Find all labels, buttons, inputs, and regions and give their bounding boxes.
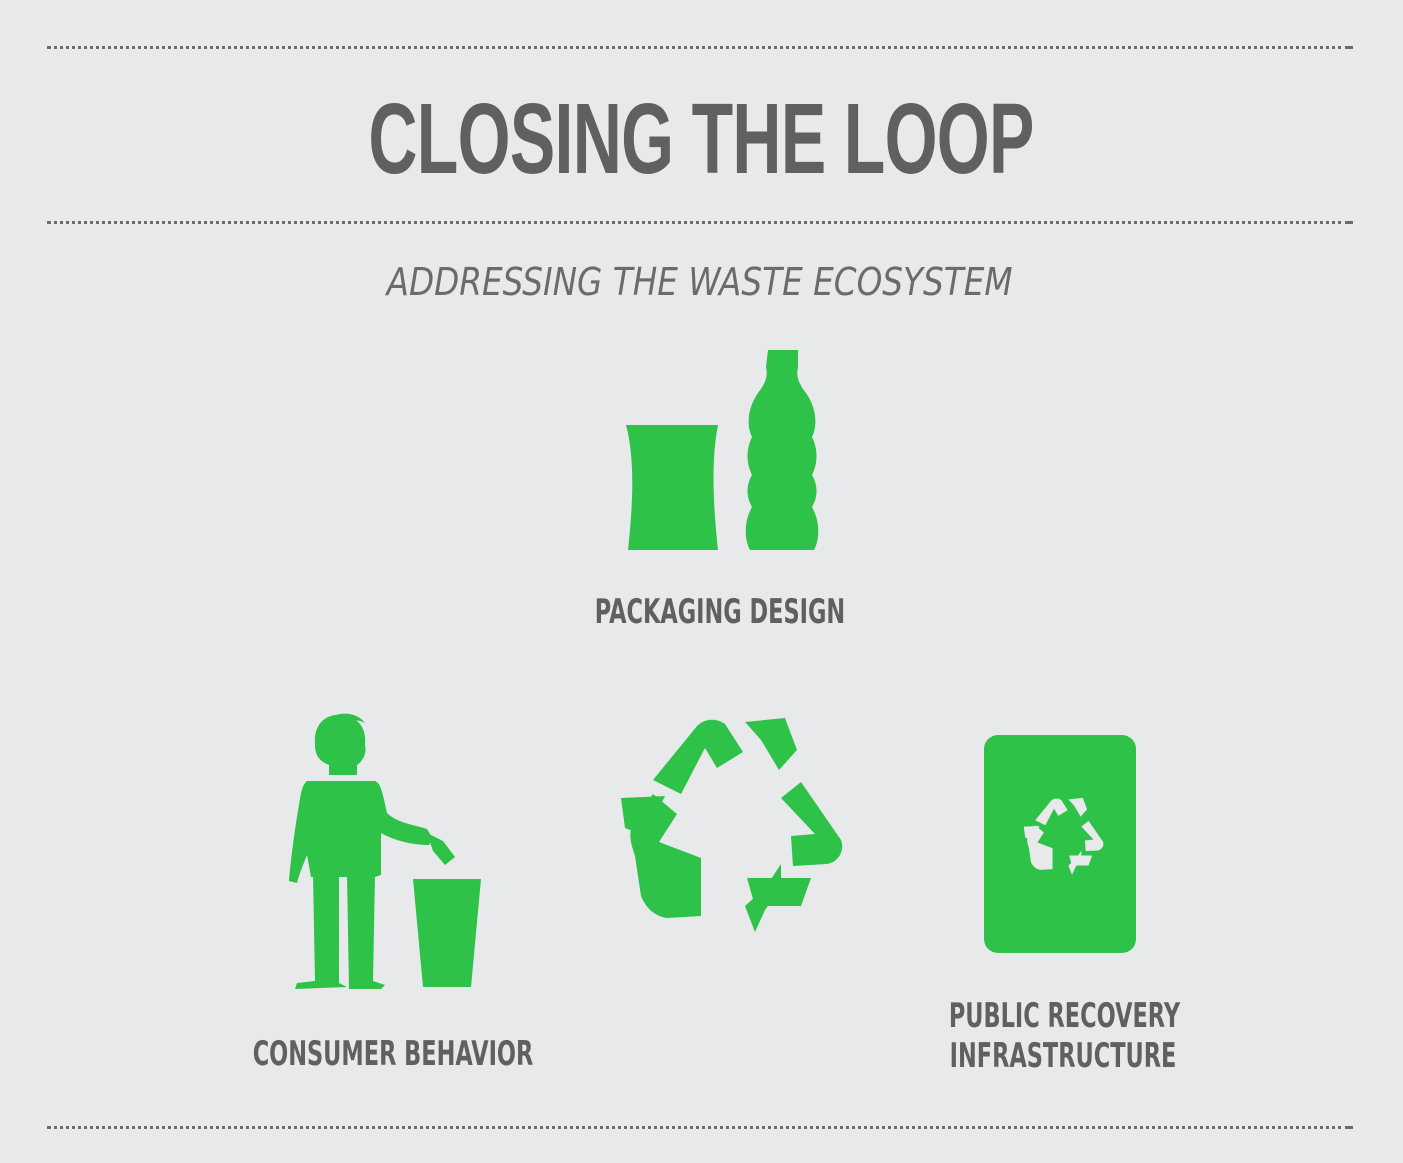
packaging-icon	[620, 345, 830, 560]
top-divider	[47, 46, 1353, 49]
public-recovery-label-line1: PUBLIC RECOVERY	[948, 996, 1181, 1036]
recycle-icon	[605, 710, 855, 940]
person-trash-icon	[285, 705, 490, 995]
bottom-divider	[47, 1126, 1353, 1129]
public-recovery-label: PUBLIC RECOVERY INFRASTRUCTURE	[948, 996, 1181, 1076]
title-divider	[47, 221, 1353, 224]
public-recovery-label-line2: INFRASTRUCTURE	[949, 1036, 1177, 1076]
recycling-bin-icon	[982, 733, 1138, 955]
page-title: CLOSING THE LOOP	[368, 83, 1034, 195]
packaging-design-label: PACKAGING DESIGN	[594, 592, 846, 632]
consumer-behavior-label: CONSUMER BEHAVIOR	[252, 1034, 534, 1074]
page-subtitle: ADDRESSING THE WASTE ECOSYSTEM	[386, 260, 1013, 304]
